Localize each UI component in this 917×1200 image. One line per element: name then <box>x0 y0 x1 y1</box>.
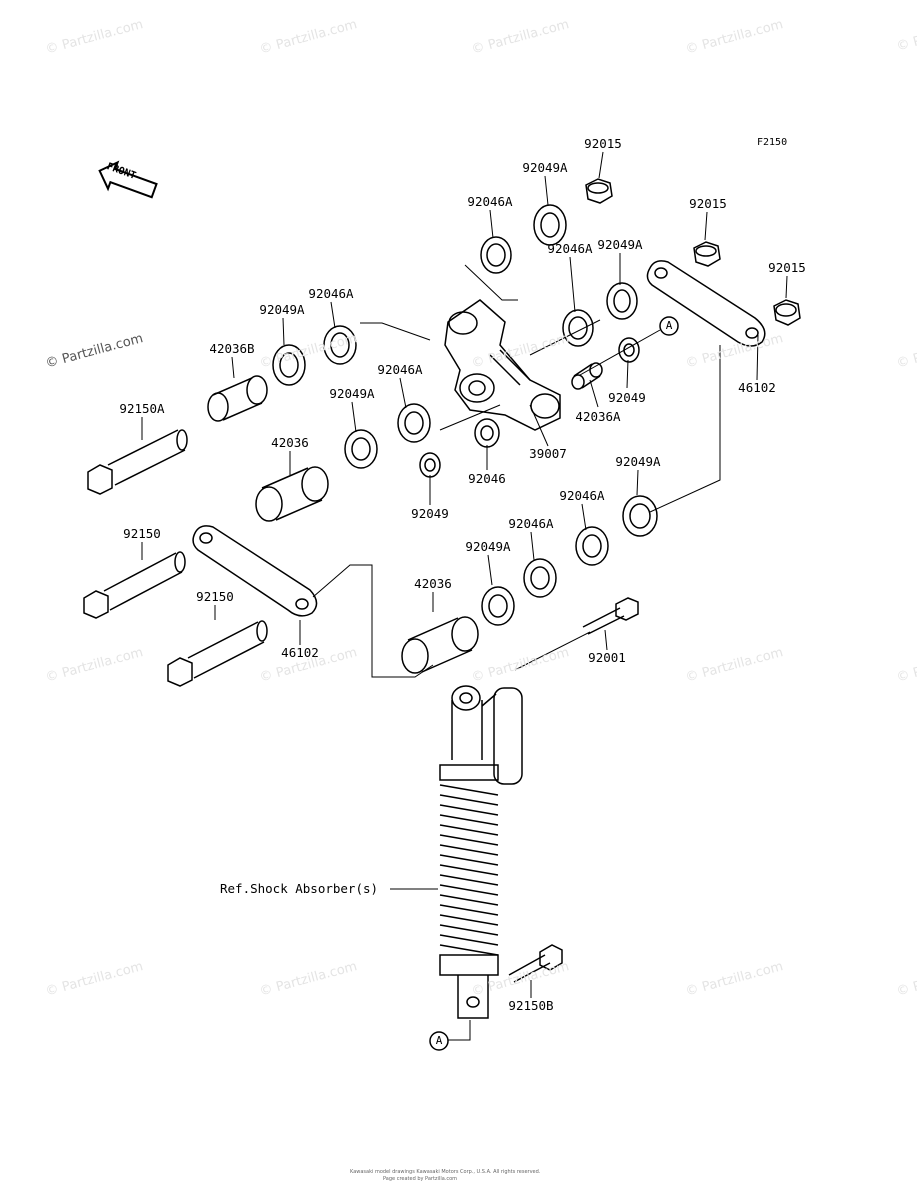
sleeve-42036-lower <box>401 616 479 674</box>
part-label[interactable]: 92046A <box>547 241 593 256</box>
part-label[interactable]: 92150A <box>119 401 165 416</box>
bolt-92150-upper <box>83 551 186 619</box>
part-label[interactable]: 39007 <box>529 446 567 461</box>
part-label[interactable]: 92046A <box>308 286 354 301</box>
washer-92049-lower <box>419 452 441 478</box>
sleeve-42036A <box>571 362 603 390</box>
bearing-92046A-lower <box>523 558 557 598</box>
part-label[interactable]: 42036 <box>414 576 452 591</box>
part-label[interactable]: 46102 <box>281 645 319 660</box>
part-label[interactable]: 46102 <box>738 380 776 395</box>
part-label[interactable]: 92150B <box>508 998 554 1013</box>
part-label[interactable]: 92046A <box>559 488 605 503</box>
bolt-92150B <box>508 944 563 983</box>
sleeve-42036B <box>207 375 268 422</box>
tie-rod-46102-right <box>646 260 766 347</box>
bearing-92046A-right <box>562 309 594 347</box>
bearing-92046A-mid <box>397 403 431 443</box>
part-label[interactable]: 92049A <box>597 237 643 252</box>
bolt-92150-lower <box>167 620 268 687</box>
collar-92049A-lower <box>481 586 515 626</box>
figure-code: F2150 <box>757 137 788 148</box>
part-label[interactable]: 92046A <box>467 194 513 209</box>
part-label[interactable]: 92049 <box>411 506 449 521</box>
nut-92015-c <box>773 299 801 326</box>
part-label[interactable]: 92001 <box>588 650 626 665</box>
part-label[interactable]: 92049 <box>608 390 646 405</box>
footer-copyright: Kawasaki model drawings Kawasaki Motors … <box>350 1169 541 1175</box>
part-label[interactable]: 92049A <box>522 160 568 175</box>
part-label[interactable]: 92015 <box>768 260 806 275</box>
nut-92015-b <box>693 241 721 267</box>
leader-lines <box>141 151 788 1041</box>
footer-credit: Page created by Partzilla.com <box>383 1176 458 1182</box>
part-label[interactable]: 92049A <box>259 302 305 317</box>
shock-absorber <box>439 685 523 1019</box>
bolt-92150A <box>87 429 188 495</box>
part-label[interactable]: 92046 <box>468 471 506 486</box>
part-label[interactable]: 42036A <box>575 409 621 424</box>
part-label[interactable]: 92015 <box>689 196 727 211</box>
rocker-arm-39007 <box>444 299 561 431</box>
bearing-92046A-lowright <box>575 526 609 566</box>
bearing-92046 <box>474 418 500 448</box>
washer-92049-right <box>618 337 640 363</box>
collar-92049A-right <box>606 282 638 320</box>
part-label[interactable]: 92150 <box>196 589 234 604</box>
callout-circle-top <box>659 316 679 336</box>
tie-rod-46102-left <box>192 525 318 617</box>
nut-92015-a <box>585 178 613 204</box>
part-label[interactable]: 92046A <box>508 516 554 531</box>
sleeve-42036-upper <box>255 466 329 522</box>
bearing-92046A-left <box>323 325 357 365</box>
callout-circle-bottom <box>429 1031 449 1051</box>
callout-letter-bottom: A <box>435 1034 443 1047</box>
collar-92049A-left <box>272 344 306 386</box>
callout-letter-top: A <box>665 319 673 332</box>
part-label[interactable]: 92049A <box>465 539 511 554</box>
part-label[interactable]: 92046A <box>377 362 423 377</box>
part-label[interactable]: 92049A <box>329 386 375 401</box>
bearing-92046A-top <box>480 236 512 274</box>
collar-92049A-top <box>533 204 567 246</box>
ref-shock-absorber-label: Ref.Shock Absorber(s) <box>220 881 379 896</box>
part-label[interactable]: 92150 <box>123 526 161 541</box>
part-label[interactable]: 42036 <box>271 435 309 450</box>
collar-92049A-lowright <box>622 495 658 537</box>
front-arrow-icon <box>98 160 158 199</box>
part-label[interactable]: 92015 <box>584 136 622 151</box>
collar-92049A-mid <box>344 429 378 469</box>
part-label[interactable]: 92049A <box>615 454 661 469</box>
bolt-92001 <box>582 597 639 635</box>
part-label[interactable]: 42036B <box>209 341 255 356</box>
